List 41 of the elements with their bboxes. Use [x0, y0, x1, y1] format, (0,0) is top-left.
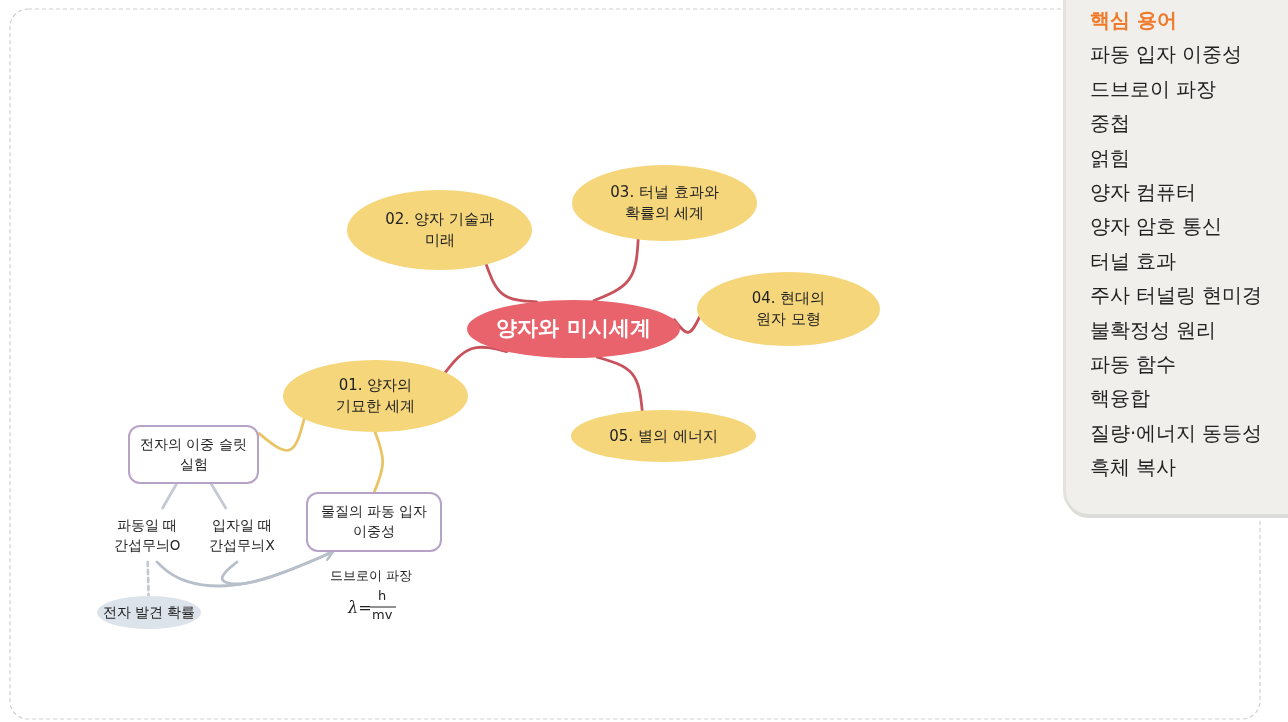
arrow — [220, 549, 335, 586]
topic-label: 전자 발견 확률 — [102, 603, 196, 622]
connector-line — [257, 417, 306, 452]
topic-label: 전자의 이중 슬릿 실험 — [139, 434, 248, 474]
branch-label: 입자일 때 간섭무늬X — [196, 508, 288, 562]
term-item: 터널 효과 — [1090, 248, 1177, 275]
connector-line — [672, 315, 701, 334]
term-item: 파동 입자 이중성 — [1090, 42, 1243, 69]
term-item: 중첩 — [1090, 111, 1130, 138]
term-item: 드브로이 파장 — [1090, 76, 1217, 103]
denominator: mv — [372, 607, 393, 622]
connector-line — [209, 482, 228, 510]
term-item: 핵융합 — [1090, 386, 1150, 413]
subtopic-box — [128, 425, 259, 484]
formula-symbol: λ= — [348, 598, 372, 617]
panel-heading: 핵심 용어 — [1090, 8, 1177, 34]
topic-label: 04. 현대의 원자 모형 — [750, 288, 827, 330]
topic-label: 03. 터널 효과와 확률의 세계 — [609, 182, 720, 224]
numerator: h — [378, 588, 387, 603]
connector-line — [595, 355, 644, 413]
term-item: 질량·에너지 동등성 — [1090, 420, 1263, 447]
branch-label: 파동일 때 간섭무늬O — [103, 508, 191, 562]
term-item: 파동 함수 — [1090, 352, 1177, 379]
connector-line — [161, 482, 178, 510]
topic-label: 물질의 파동 입자 이중성 — [319, 502, 429, 541]
connector-line — [592, 238, 640, 302]
connector-line — [443, 345, 509, 374]
topic-label: 01. 양자의 기묘한 세계 — [334, 375, 417, 417]
topic-label: 05. 별의 에너지 — [609, 425, 718, 447]
connector-line — [146, 560, 150, 598]
term-item: 주사 터널링 현미경 — [1090, 283, 1263, 310]
subtopic-box — [306, 492, 442, 552]
central-topic-label: 양자와 미시세계 — [496, 315, 651, 343]
term-item: 양자 암호 통신 — [1090, 214, 1223, 241]
connector-line — [372, 430, 385, 494]
caption-text: 드브로이 파장 — [330, 567, 413, 585]
term-item: 얽힘 — [1090, 145, 1130, 172]
term-item: 흑체 복사 — [1090, 455, 1177, 482]
topic-label: 02. 양자 기술과 미래 — [385, 209, 494, 251]
term-item: 양자 컴퓨터 — [1090, 180, 1197, 207]
term-item: 불확정성 원리 — [1090, 317, 1217, 344]
